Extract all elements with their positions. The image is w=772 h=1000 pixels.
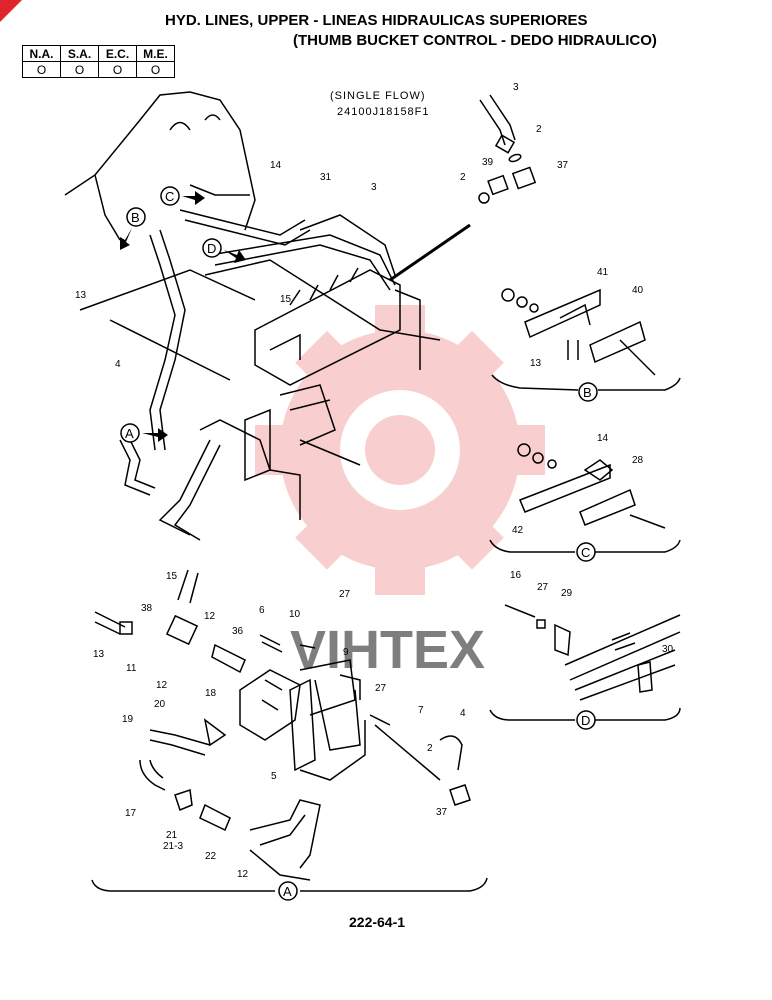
callout: 2	[536, 124, 542, 135]
callout: 30	[662, 644, 674, 655]
view-a-detail	[91, 569, 488, 892]
callout: 16	[510, 570, 522, 581]
arrow-b-letter: B	[131, 210, 140, 225]
callout: 21	[166, 830, 178, 841]
callout: 12	[156, 680, 168, 691]
view-d-letter: D	[581, 713, 590, 728]
callout: 2	[460, 172, 466, 183]
callout: 20	[154, 699, 166, 710]
callout: 40	[632, 285, 644, 296]
single-flow-note: (SINGLE FLOW)	[330, 90, 426, 102]
callout: 37	[557, 160, 569, 171]
callout: 27	[339, 589, 351, 600]
view-markers: B C D A A B C D	[120, 186, 598, 901]
callout: 36	[232, 626, 244, 637]
callout: 13	[530, 358, 542, 369]
callout: 29	[561, 588, 573, 599]
callout: 38	[141, 603, 153, 614]
callout: 39	[482, 157, 494, 168]
callout: 17	[125, 808, 137, 819]
callout: 12	[204, 611, 216, 622]
callout: 13	[75, 290, 87, 301]
val-me: O	[136, 61, 175, 78]
callout: 9	[343, 647, 349, 658]
callout: 11	[126, 663, 137, 674]
view-c-detail	[489, 443, 681, 553]
callouts: 3 2 39 37 2 14 31 3 13 15 4 41 40 13 14 …	[75, 82, 674, 880]
callout: 14	[270, 160, 282, 171]
page-subtitle: (THUMB BUCKET CONTROL - DEDO HIDRAULICO)	[293, 32, 657, 49]
callout: 3	[513, 82, 519, 93]
fitting-detail	[478, 94, 537, 204]
page-number: 222-64-1	[349, 914, 406, 930]
callout: 13	[93, 649, 105, 660]
callout: 5	[271, 771, 277, 782]
arrow-c-letter: C	[165, 189, 174, 204]
callout: 6	[259, 605, 265, 616]
watermark-text: VIHTEX	[290, 620, 485, 680]
callout: 31	[320, 172, 332, 183]
callout: 15	[166, 571, 178, 582]
callout: 14	[597, 433, 609, 444]
callout: 2	[427, 743, 433, 754]
applicability-table: N.A. S.A. E.C. M.E. O O O O	[22, 45, 175, 78]
corner-marker	[0, 0, 22, 22]
callout: 3	[371, 182, 377, 193]
view-d-detail	[489, 604, 681, 721]
view-a-letter: A	[283, 884, 292, 899]
view-b-letter: B	[583, 385, 592, 400]
callout: 15	[280, 294, 292, 305]
page-title: HYD. LINES, UPPER - LINEAS HIDRAULICAS S…	[165, 12, 588, 29]
callout: 21-3	[163, 841, 183, 852]
callout: 18	[205, 688, 217, 699]
view-b-detail	[491, 288, 681, 391]
arrow-a-letter: A	[125, 426, 134, 441]
callout: 27	[537, 582, 549, 593]
callout: 4	[115, 359, 121, 370]
callout: 7	[418, 705, 424, 716]
callout: 37	[436, 807, 448, 818]
callout: 19	[122, 714, 134, 725]
arrow-d-letter: D	[207, 241, 216, 256]
callout: 12	[237, 869, 249, 880]
callout: 28	[632, 455, 644, 466]
callout: 27	[375, 683, 387, 694]
callout: 4	[460, 708, 466, 719]
callout: 42	[512, 525, 524, 536]
callout: 22	[205, 851, 217, 862]
watermark-gear	[255, 305, 545, 595]
view-c-letter: C	[581, 545, 590, 560]
val-na: O	[22, 61, 61, 78]
col-me: M.E.	[136, 45, 175, 62]
callout: 41	[597, 267, 609, 278]
part-code: 24100J18158F1	[337, 106, 430, 118]
main-assembly	[64, 91, 471, 541]
callout: 10	[289, 609, 301, 620]
